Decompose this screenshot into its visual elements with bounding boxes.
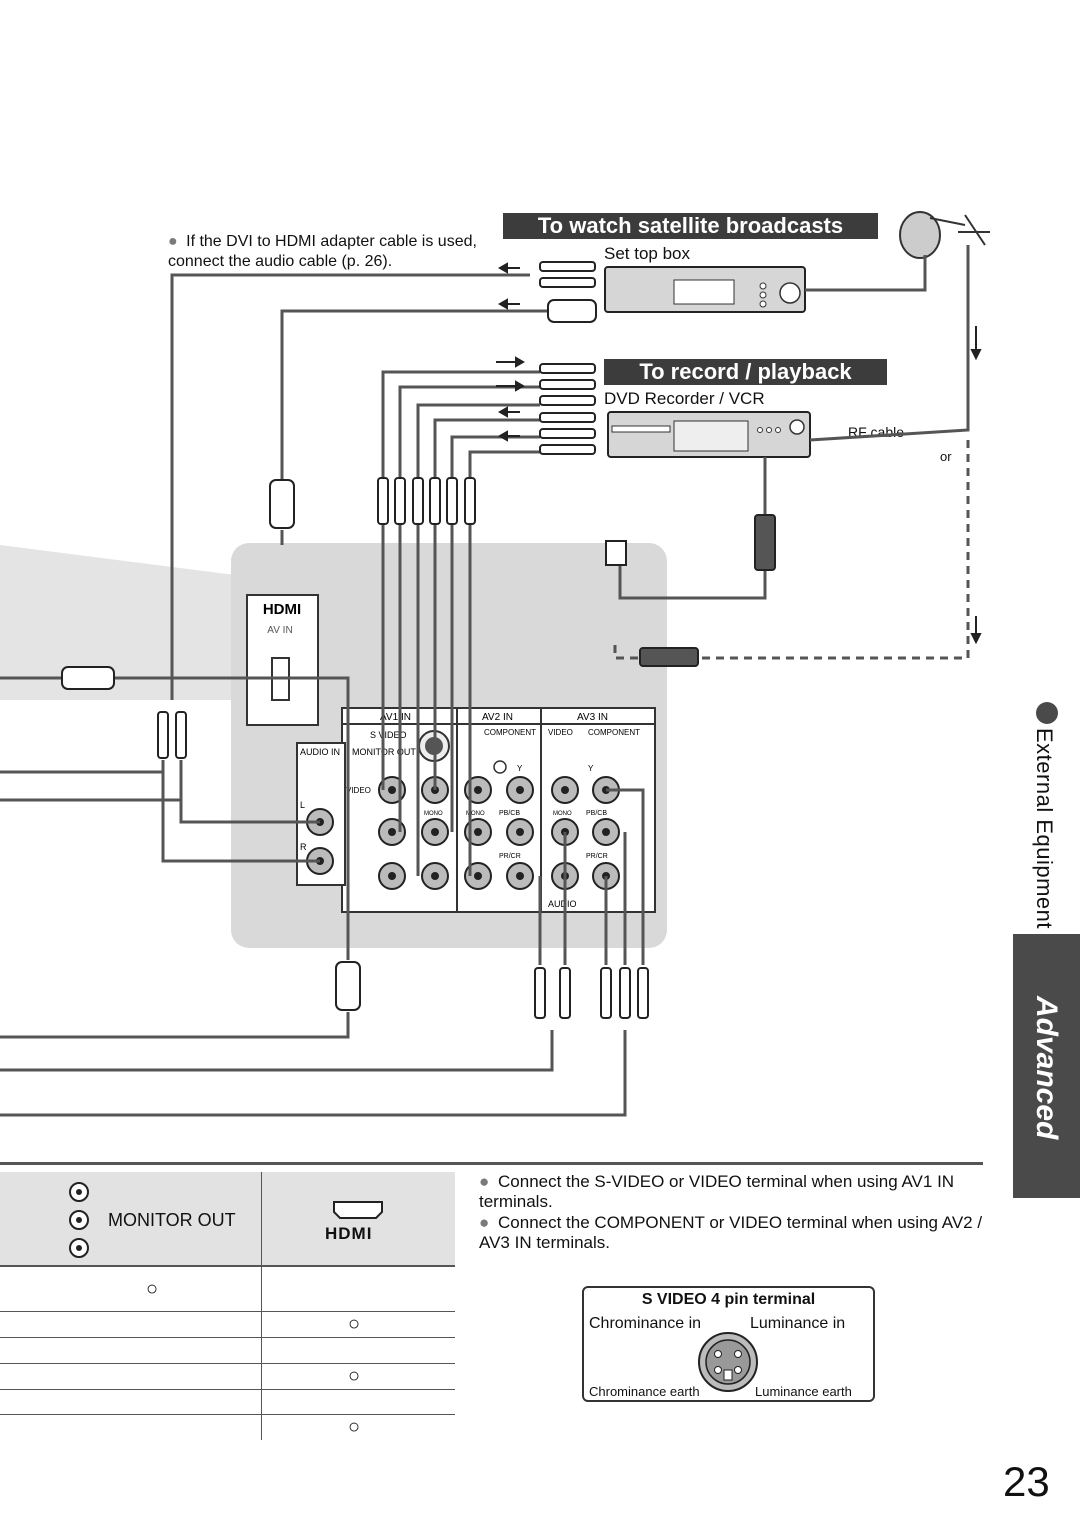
av-in-label: AV IN — [267, 625, 292, 636]
mono-label-3: MONO — [553, 811, 572, 817]
svideo-pin-title: S VIDEO 4 pin terminal — [641, 1291, 816, 1308]
dvi-adapter-note: If the DVI to HDMI adapter cable is used… — [168, 232, 488, 272]
satellite-dish-icon — [899, 211, 990, 259]
av1-in-label: AV1 IN — [380, 712, 411, 723]
table-mark-4: ○ — [348, 1416, 361, 1438]
mono-label-1: MONO — [424, 811, 443, 817]
set-top-box-device — [604, 266, 806, 313]
mono-label-2: MONO — [466, 811, 485, 817]
luminance-in-label: Luminance in — [750, 1315, 846, 1332]
section-indicator-dot — [1036, 702, 1058, 724]
instruction-1-text: Connect the S-VIDEO or VIDEO terminal wh… — [479, 1172, 955, 1211]
satellite-section-title: To watch satellite broadcasts — [503, 213, 878, 239]
dvd-recorder-label: DVD Recorder / VCR — [604, 389, 765, 408]
svideo-pin-box: S VIDEO 4 pin terminal Chrominance in Lu… — [582, 1286, 875, 1402]
advanced-tab-label: Advanced — [1030, 996, 1063, 1140]
table-mark-3: ○ — [348, 1365, 361, 1387]
compat-table-divider — [261, 1172, 262, 1440]
instruction-2-text: Connect the COMPONENT or VIDEO terminal … — [479, 1213, 983, 1252]
chrominance-in-label: Chrominance in — [589, 1315, 702, 1332]
external-equipment-label: External Equipment — [1032, 728, 1057, 929]
set-top-box-label: Set top box — [604, 244, 691, 263]
cables — [0, 245, 970, 1117]
table-line-2 — [0, 1311, 455, 1312]
rca-plugs — [157, 261, 649, 1019]
connection-diagram: HDMI AV IN AV1 IN AV2 IN AV3 IN S VIDEO … — [0, 211, 990, 1117]
av2-in-label: AV2 IN — [482, 712, 513, 723]
panel-r-label: R — [300, 842, 307, 852]
av2-y-label: Y — [517, 764, 523, 773]
svideo-connector-icon — [698, 1332, 758, 1392]
direction-arrows — [496, 262, 982, 645]
instruction-1: Connect the S-VIDEO or VIDEO terminal wh… — [479, 1172, 989, 1212]
record-title-text: To record / playback — [639, 359, 852, 384]
instruction-2: Connect the COMPONENT or VIDEO terminal … — [479, 1213, 984, 1253]
component-label-av2: COMPONENT — [484, 728, 536, 737]
rf-plugs — [605, 514, 776, 667]
monitor-out-jack-icons — [69, 1182, 89, 1258]
av3-y-label: Y — [588, 764, 594, 773]
av2-pr-label: PR/CR — [499, 853, 521, 860]
chrominance-earth-label: Chrominance earth — [589, 1384, 700, 1399]
tv-side-shading — [0, 545, 235, 700]
hdmi-plugs — [61, 299, 597, 1011]
audio-in-label: AUDIO IN — [300, 747, 340, 757]
av3-in-label: AV3 IN — [577, 712, 608, 723]
page-number: 23 — [1003, 1458, 1050, 1505]
table-hdmi-logo: HDMI — [325, 1224, 373, 1243]
panel-l-label: L — [300, 800, 305, 810]
component-label-av3: COMPONENT — [588, 728, 640, 737]
video-label-av3: VIDEO — [548, 728, 573, 737]
av2-pb-label: PB/CB — [499, 810, 520, 817]
satellite-title-text: To watch satellite broadcasts — [537, 213, 844, 238]
table-mark-1: ○ — [146, 1278, 159, 1300]
table-line-4 — [0, 1363, 455, 1364]
table-line-5 — [0, 1389, 455, 1390]
table-line-6 — [0, 1414, 455, 1415]
av3-pb-label: PB/CB — [586, 810, 607, 817]
record-section-title: To record / playback — [604, 359, 887, 385]
table-monitor-out-label: MONITOR OUT — [108, 1210, 236, 1230]
av3-audio-label: AUDIO — [548, 899, 577, 909]
s-video-label: S VIDEO — [370, 730, 407, 740]
luminance-earth-label: Luminance earth — [755, 1384, 852, 1399]
hdmi-panel-logo: HDMI — [263, 601, 301, 618]
advanced-tab[interactable]: Advanced — [1013, 934, 1080, 1198]
av3-pr-label: PR/CR — [586, 853, 608, 860]
or-label: or — [940, 449, 952, 464]
hdmi-port-icon — [333, 1201, 383, 1219]
table-line-1 — [0, 1265, 455, 1267]
panel-video-label: VIDEO — [346, 786, 371, 795]
dvd-recorder-device — [607, 411, 811, 458]
av2-switch — [493, 760, 507, 774]
table-line-3 — [0, 1337, 455, 1338]
bottom-rule — [0, 1162, 983, 1165]
table-mark-2: ○ — [348, 1313, 361, 1335]
dvi-note-text: If the DVI to HDMI adapter cable is used… — [168, 233, 477, 270]
